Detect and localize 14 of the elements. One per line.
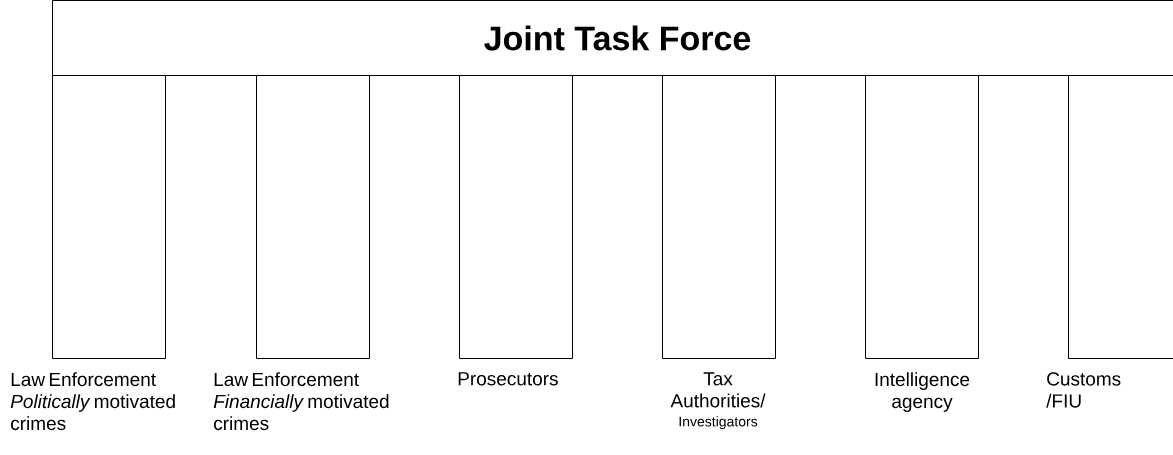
pillar-label: Prosecutors xyxy=(458,372,558,386)
pillar-box xyxy=(52,75,166,359)
pillar-label: Investigators xyxy=(679,416,758,430)
pillar-box xyxy=(865,75,979,359)
pillar-label: Customs /FIU xyxy=(1046,372,1121,408)
pillar-box xyxy=(256,75,370,359)
pillar-box xyxy=(1068,75,1173,359)
pillar-label: Law Enforcement Politically motivated crimes xyxy=(10,372,175,431)
pillar-label: Law Enforcement Financially motivated crimes xyxy=(213,372,389,431)
pillar-label: Tax Authorities/ xyxy=(670,372,766,408)
pillar-box xyxy=(459,75,573,359)
pillar-box xyxy=(662,75,776,359)
pillar-label: Intelligence agency xyxy=(875,372,970,412)
header-bar: Joint Task Force xyxy=(52,0,1173,76)
